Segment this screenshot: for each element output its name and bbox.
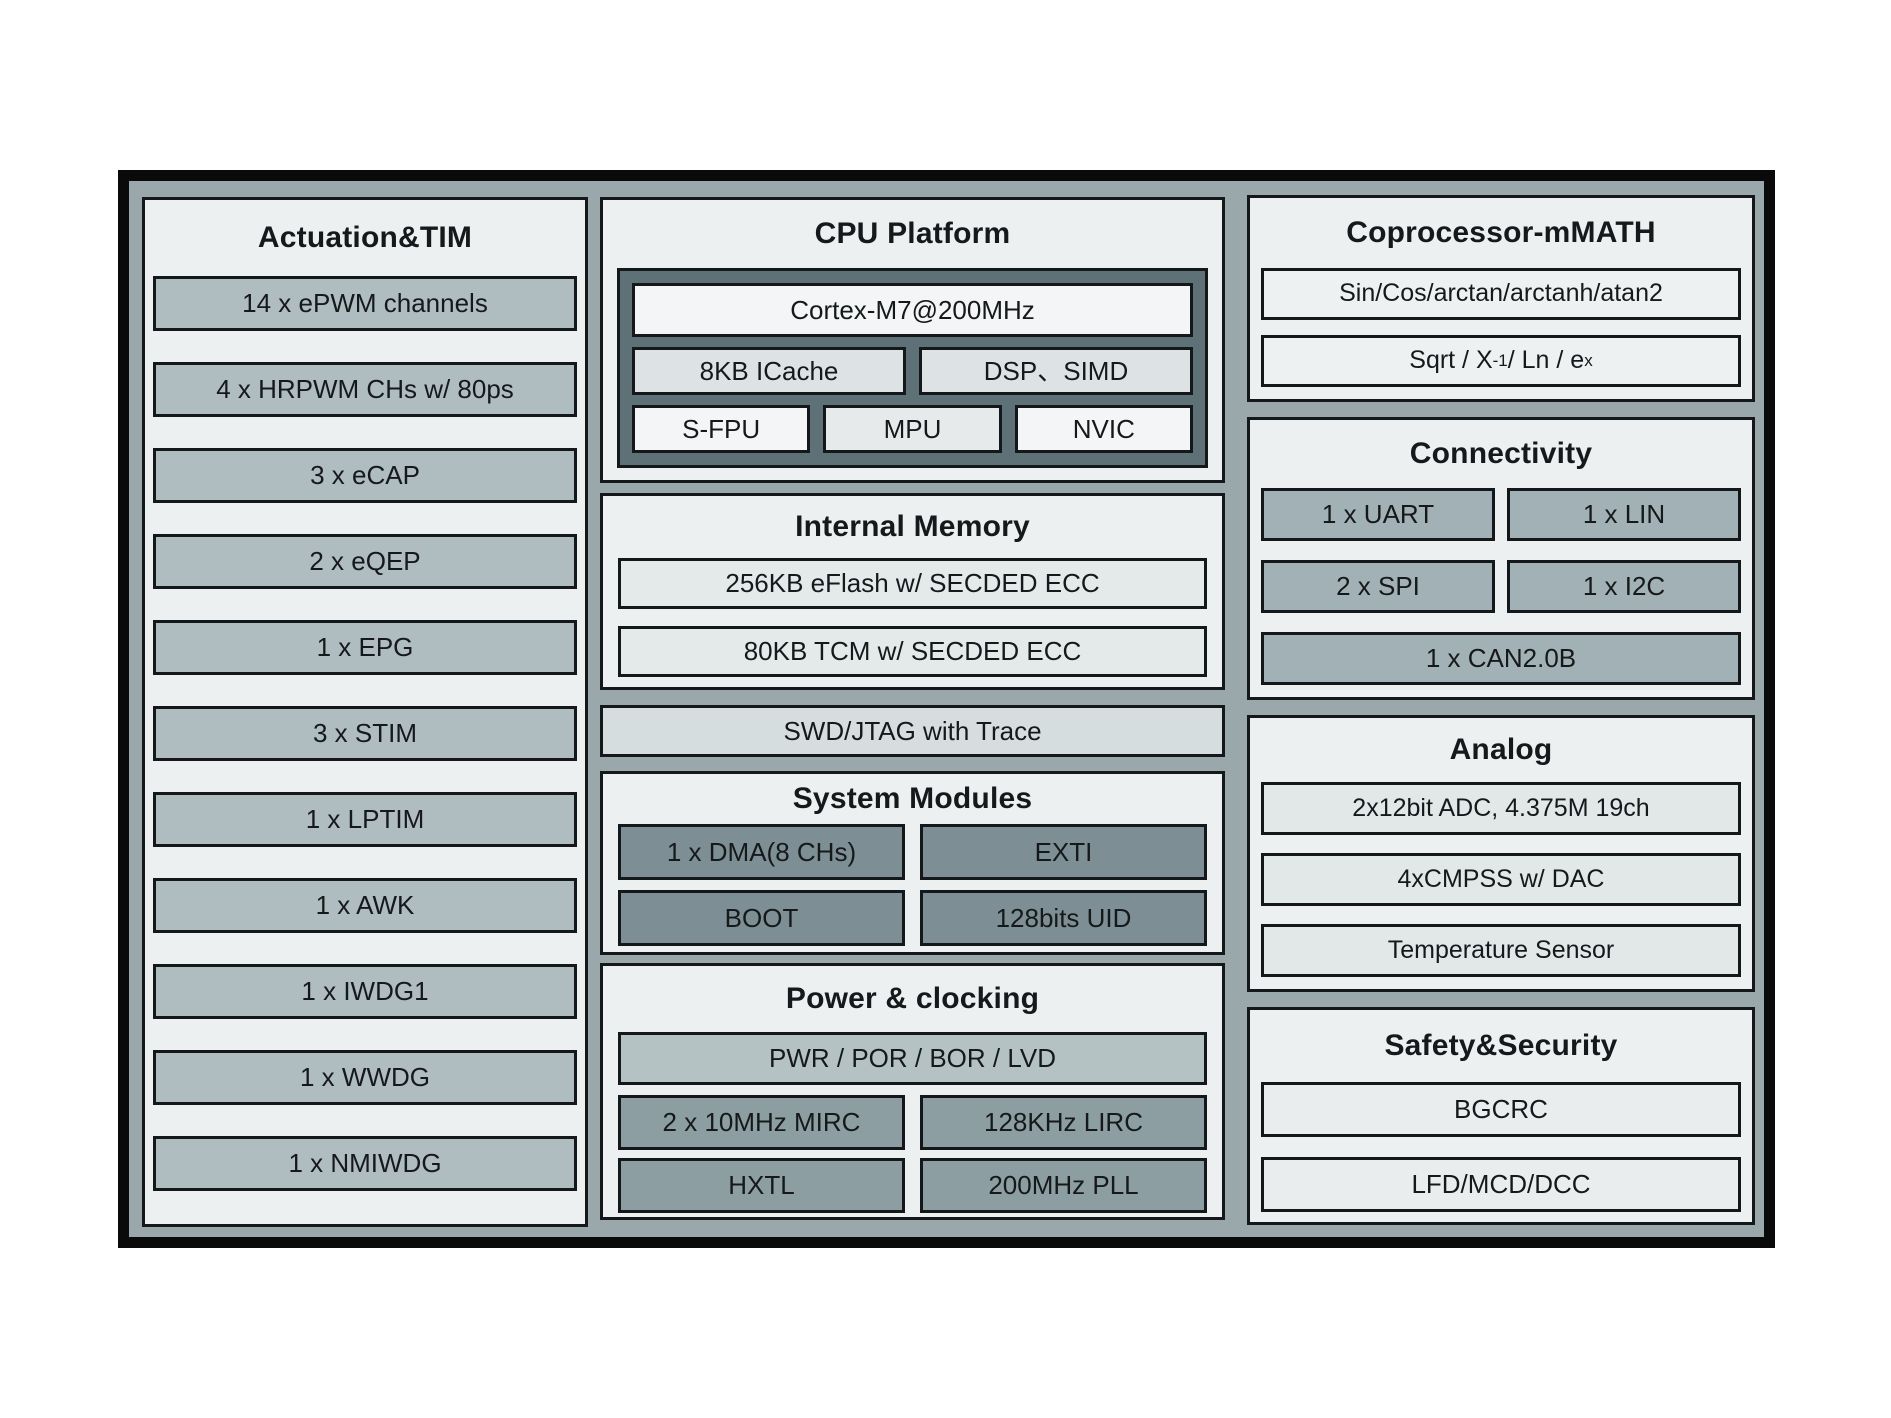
block-uart: 1 x UART: [1261, 488, 1495, 541]
block-nmiwdg: 1 x NMIWDG: [153, 1136, 577, 1191]
section-title-analog: Analog: [1449, 733, 1553, 766]
block-awk: 1 x AWK: [153, 878, 577, 933]
system-modules-grid: 1 x DMA(8 CHs) EXTI BOOT 128bits UID: [618, 824, 1207, 946]
block-nvic: NVIC: [1014, 405, 1193, 453]
block-trig-functions: Sin/Cos/arctan/arctanh/atan2: [1261, 268, 1741, 320]
block-lfd-mcd-dcc: LFD/MCD/DCC: [1261, 1157, 1741, 1212]
cpu-row-units: S-FPU MPU NVIC: [632, 405, 1193, 453]
section-title-actuation: Actuation&TIM: [257, 221, 473, 254]
block-icache: 8KB ICache: [632, 347, 906, 395]
block-sfpu: S-FPU: [632, 405, 811, 453]
sqrt-text-mid: / Ln / e: [1507, 346, 1585, 375]
swd-jtag-bar: SWD/JTAG with Trace: [600, 705, 1225, 757]
section-cpu-platform: CPU Platform Cortex-M7@200MHz 8KB ICache…: [600, 197, 1225, 483]
section-system-modules: System Modules 1 x DMA(8 CHs) EXTI BOOT …: [600, 771, 1225, 955]
block-can: 1 x CAN2.0B: [1261, 632, 1741, 685]
block-pwr-por-bor-lvd: PWR / POR / BOR / LVD: [618, 1032, 1207, 1085]
block-dsp-simd: DSP、SIMD: [919, 347, 1193, 395]
block-mpu: MPU: [823, 405, 1002, 453]
connectivity-row-2: 2 x SPI 1 x I2C: [1261, 560, 1741, 613]
block-temp-sensor: Temperature Sensor: [1261, 924, 1741, 977]
block-dma: 1 x DMA(8 CHs): [618, 824, 905, 880]
block-pll: 200MHz PLL: [920, 1158, 1207, 1213]
section-coprocessor-mmath: Coprocessor-mMATH Sin/Cos/arctan/arctanh…: [1247, 195, 1755, 402]
block-eflash: 256KB eFlash w/ SECDED ECC: [618, 558, 1207, 609]
block-tcm: 80KB TCM w/ SECDED ECC: [618, 626, 1207, 677]
section-connectivity: Connectivity 1 x UART 1 x LIN 2 x SPI 1 …: [1247, 417, 1755, 700]
section-power-clocking: Power & clocking PWR / POR / BOR / LVD 2…: [600, 963, 1225, 1220]
block-boot: BOOT: [618, 890, 905, 946]
block-hrpwm: 4 x HRPWM CHs w/ 80ps: [153, 362, 577, 417]
block-eqep: 2 x eQEP: [153, 534, 577, 589]
block-stim: 3 x STIM: [153, 706, 577, 761]
sqrt-text-pre: Sqrt / X: [1409, 346, 1493, 375]
section-title-coprocessor: Coprocessor-mMATH: [1346, 216, 1656, 249]
block-exti: EXTI: [920, 824, 1207, 880]
block-spi: 2 x SPI: [1261, 560, 1495, 613]
block-lptim: 1 x LPTIM: [153, 792, 577, 847]
block-lin: 1 x LIN: [1507, 488, 1741, 541]
block-i2c: 1 x I2C: [1507, 560, 1741, 613]
block-uid: 128bits UID: [920, 890, 1207, 946]
block-cmpss: 4xCMPSS w/ DAC: [1261, 853, 1741, 906]
section-title-connectivity: Connectivity: [1409, 437, 1593, 470]
block-epwm: 14 x ePWM channels: [153, 276, 577, 331]
block-mirc: 2 x 10MHz MIRC: [618, 1095, 905, 1150]
section-title-power: Power & clocking: [785, 982, 1040, 1015]
connectivity-row-1: 1 x UART 1 x LIN: [1261, 488, 1741, 541]
block-adc: 2x12bit ADC, 4.375M 19ch: [1261, 782, 1741, 835]
block-epg: 1 x EPG: [153, 620, 577, 675]
block-iwdg1: 1 x IWDG1: [153, 964, 577, 1019]
section-title-memory: Internal Memory: [795, 510, 1030, 543]
section-title-safety: Safety&Security: [1384, 1029, 1618, 1062]
section-title-system: System Modules: [792, 782, 1033, 815]
block-hxtl: HXTL: [618, 1158, 905, 1213]
cpu-row-cache: 8KB ICache DSP、SIMD: [632, 347, 1193, 395]
section-actuation-tim: Actuation&TIM 14 x ePWM channels 4 x HRP…: [142, 197, 588, 1227]
block-bgcrc: BGCRC: [1261, 1082, 1741, 1137]
clock-grid: 2 x 10MHz MIRC 128KHz LIRC HXTL 200MHz P…: [618, 1095, 1207, 1213]
cpu-core-cluster: Cortex-M7@200MHz 8KB ICache DSP、SIMD S-F…: [617, 268, 1208, 468]
block-wwdg: 1 x WWDG: [153, 1050, 577, 1105]
section-safety-security: Safety&Security BGCRC LFD/MCD/DCC: [1247, 1007, 1755, 1225]
section-title-cpu: CPU Platform: [814, 217, 1011, 250]
block-ecap: 3 x eCAP: [153, 448, 577, 503]
section-analog: Analog 2x12bit ADC, 4.375M 19ch 4xCMPSS …: [1247, 715, 1755, 992]
block-cortex-m7: Cortex-M7@200MHz: [632, 283, 1193, 337]
section-internal-memory: Internal Memory 256KB eFlash w/ SECDED E…: [600, 493, 1225, 690]
block-lirc: 128KHz LIRC: [920, 1095, 1207, 1150]
